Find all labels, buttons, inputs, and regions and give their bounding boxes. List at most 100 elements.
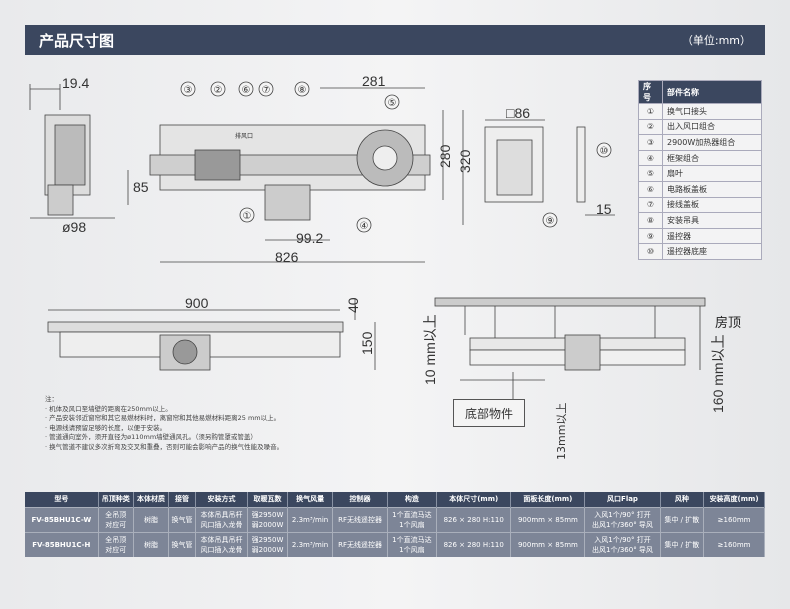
callout-5: ⑤ <box>388 98 397 109</box>
part-name: 遥控器 <box>662 227 762 245</box>
spec-cell: RF无线遥控器 <box>332 506 388 532</box>
dim-13mm: 13mm以上 <box>555 403 568 460</box>
dim-85: 85 <box>133 179 149 195</box>
spec-header: 面板长度(mm) <box>510 492 586 507</box>
dim-160mm: 160 mm以上 <box>710 334 726 413</box>
spec-table: 型号吊顶种类本体材质接管安装方式取暖瓦数换气风量控制器构造本体尺寸(mm)面板长… <box>25 492 765 557</box>
spec-header: 本体尺寸(mm) <box>436 492 512 507</box>
spec-cell: 全吊顶 对应可 <box>98 506 134 532</box>
note-line: 注： <box>45 395 58 403</box>
note-line: · 管道通向室外，须开直径为ø110mm墙壁通风孔。（须另购管罩或管盖） <box>45 433 257 442</box>
unit-label: （单位:mm） <box>681 34 751 47</box>
spec-cell: 全吊顶 对应可 <box>98 531 134 557</box>
spec-header: 风口Flap <box>584 492 661 507</box>
parts-header-no: 序号 <box>638 80 663 104</box>
front-view-drawing <box>47 298 376 371</box>
dim-281: 281 <box>362 73 386 89</box>
part-name: 接线盖板 <box>662 196 762 214</box>
dim-98: ø98 <box>62 219 86 235</box>
spec-header: 型号 <box>25 492 99 507</box>
spec-cell: 强2950W 弱2000W <box>247 506 288 532</box>
note-line: · 产品安装邻近窗帘和其它易燃材料时，离窗帘和其他易燃材料距离25 mm以上。 <box>45 414 281 423</box>
dim-19-4: 19.4 <box>62 75 89 91</box>
part-name: 安装吊具 <box>662 212 762 229</box>
dim-86: □86 <box>506 105 530 121</box>
note-line: · 电源线请预留足够的长度，以便于安装。 <box>45 423 167 432</box>
dim-15: 15 <box>596 201 612 217</box>
part-name: 电路板盖板 <box>662 180 762 198</box>
spec-header: 控制器 <box>332 492 388 507</box>
callout-9: ⑨ <box>546 216 555 227</box>
spec-cell: 900mm × 85mm <box>510 506 586 532</box>
dim-280: 280 <box>437 144 453 168</box>
remote-drawing <box>484 119 615 216</box>
spec-cell: RF无线遥控器 <box>332 531 388 557</box>
callout-8: ⑧ <box>298 85 307 96</box>
spec-cell: 集中 / 扩散 <box>660 531 705 557</box>
part-number: ⑦ <box>638 196 663 214</box>
spec-header: 吊顶种类 <box>98 492 134 507</box>
dim-826: 826 <box>275 249 299 265</box>
part-number: ③ <box>638 134 663 151</box>
spec-cell: ≥160mm <box>703 531 765 557</box>
spec-cell: 集中 / 扩散 <box>660 506 705 532</box>
callout-1: ① <box>243 211 252 222</box>
part-number: ② <box>638 118 663 136</box>
part-number: ⑥ <box>638 180 663 198</box>
part-number: ⑩ <box>638 243 663 260</box>
part-name: 遥控器底座 <box>662 243 762 260</box>
callout-2: ② <box>214 85 223 96</box>
spec-header: 本体材质 <box>133 492 170 507</box>
dim-99-2: 99.2 <box>296 230 323 246</box>
ceiling-label: 房顶 <box>715 315 741 331</box>
spec-header: 风种 <box>660 492 705 507</box>
spec-cell: FV-85BHU1C-W <box>25 506 99 532</box>
spec-cell: 入风1个/90° 打开 出风1个/360° 导风 <box>584 506 661 532</box>
callout-3: ③ <box>184 85 193 96</box>
spec-cell: 入风1个/90° 打开 出风1个/360° 导风 <box>584 531 661 557</box>
spec-cell: 2.3m³/min <box>287 531 334 557</box>
notes: 注：· 机体及风口至墙壁的距离在250mm以上。· 产品安装邻近窗帘和其它易燃材… <box>45 395 283 453</box>
bottom-object-label: 底部物件 <box>453 399 525 427</box>
spec-cell: 换气管 <box>168 506 196 532</box>
dim-320: 320 <box>457 149 473 173</box>
spec-header: 构造 <box>387 492 437 507</box>
spec-header: 安装方式 <box>195 492 249 507</box>
section-header: 产品尺寸图 （单位:mm） <box>25 25 765 55</box>
callout-6: ⑥ <box>242 85 251 96</box>
note-line: · 机体及风口至墙壁的距离在250mm以上。 <box>45 404 172 413</box>
part-number: ⑧ <box>638 212 663 229</box>
spec-cell: FV-85BHU1C-H <box>25 531 99 557</box>
callout-7: ⑦ <box>262 85 271 96</box>
parts-header-name: 部件名称 <box>662 80 762 104</box>
callout-10: ⑩ <box>600 146 609 157</box>
side-view-drawing <box>29 84 129 219</box>
spec-cell: 强2950W 弱2000W <box>247 531 288 557</box>
dim-150: 150 <box>359 331 375 355</box>
part-name: 出入风口组合 <box>662 118 762 136</box>
spec-header: 接管 <box>168 492 196 507</box>
part-name: 换气口接头 <box>662 103 762 120</box>
spec-cell: 换气管 <box>168 531 196 557</box>
spec-header: 换气风量 <box>287 492 334 507</box>
dim-10mm: 10 mm以上 <box>422 314 438 385</box>
part-number: ④ <box>638 149 663 167</box>
spec-cell: 900mm × 85mm <box>510 531 586 557</box>
spec-cell: ≥160mm <box>703 506 765 532</box>
spec-cell: 1个直流马达 1个风扇 <box>387 506 437 532</box>
part-number: ⑨ <box>638 227 663 245</box>
install-drawing <box>434 297 706 400</box>
part-name: 框架组合 <box>662 149 762 167</box>
dim-900: 900 <box>185 295 209 311</box>
spec-cell: 1个直流马达 1个风扇 <box>387 531 437 557</box>
